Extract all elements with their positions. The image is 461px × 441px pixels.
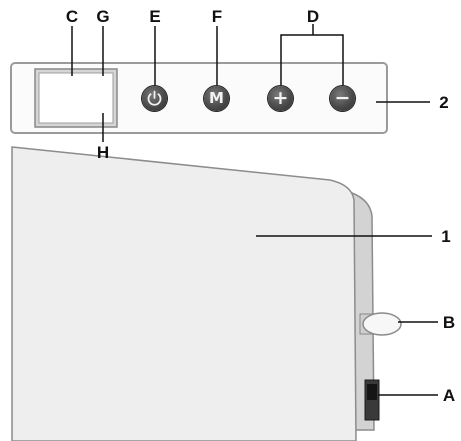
display-screen bbox=[38, 72, 114, 124]
heater-body bbox=[11, 146, 357, 441]
plus-icon: + bbox=[272, 87, 289, 109]
switch-a-rocker bbox=[367, 384, 377, 400]
mode-button[interactable]: M bbox=[204, 86, 229, 111]
callout-h: H bbox=[96, 143, 110, 162]
callout-e: E bbox=[149, 7, 161, 26]
callout-c: C bbox=[65, 7, 79, 26]
leader-d bbox=[280, 34, 344, 85]
knob-b bbox=[362, 312, 402, 336]
callout-b: B bbox=[442, 313, 456, 332]
mode-button-label: M bbox=[209, 89, 224, 107]
callout-d: D bbox=[306, 7, 320, 26]
callout-a: A bbox=[442, 386, 456, 405]
plus-button[interactable]: + bbox=[268, 86, 293, 111]
callout-1: 1 bbox=[441, 227, 451, 246]
callout-f: F bbox=[211, 7, 223, 26]
callout-g: G bbox=[96, 7, 110, 26]
minus-icon: − bbox=[334, 87, 351, 109]
power-button[interactable] bbox=[142, 86, 167, 111]
power-icon bbox=[147, 90, 162, 106]
callout-2: 2 bbox=[439, 93, 449, 112]
minus-button[interactable]: − bbox=[330, 86, 355, 111]
